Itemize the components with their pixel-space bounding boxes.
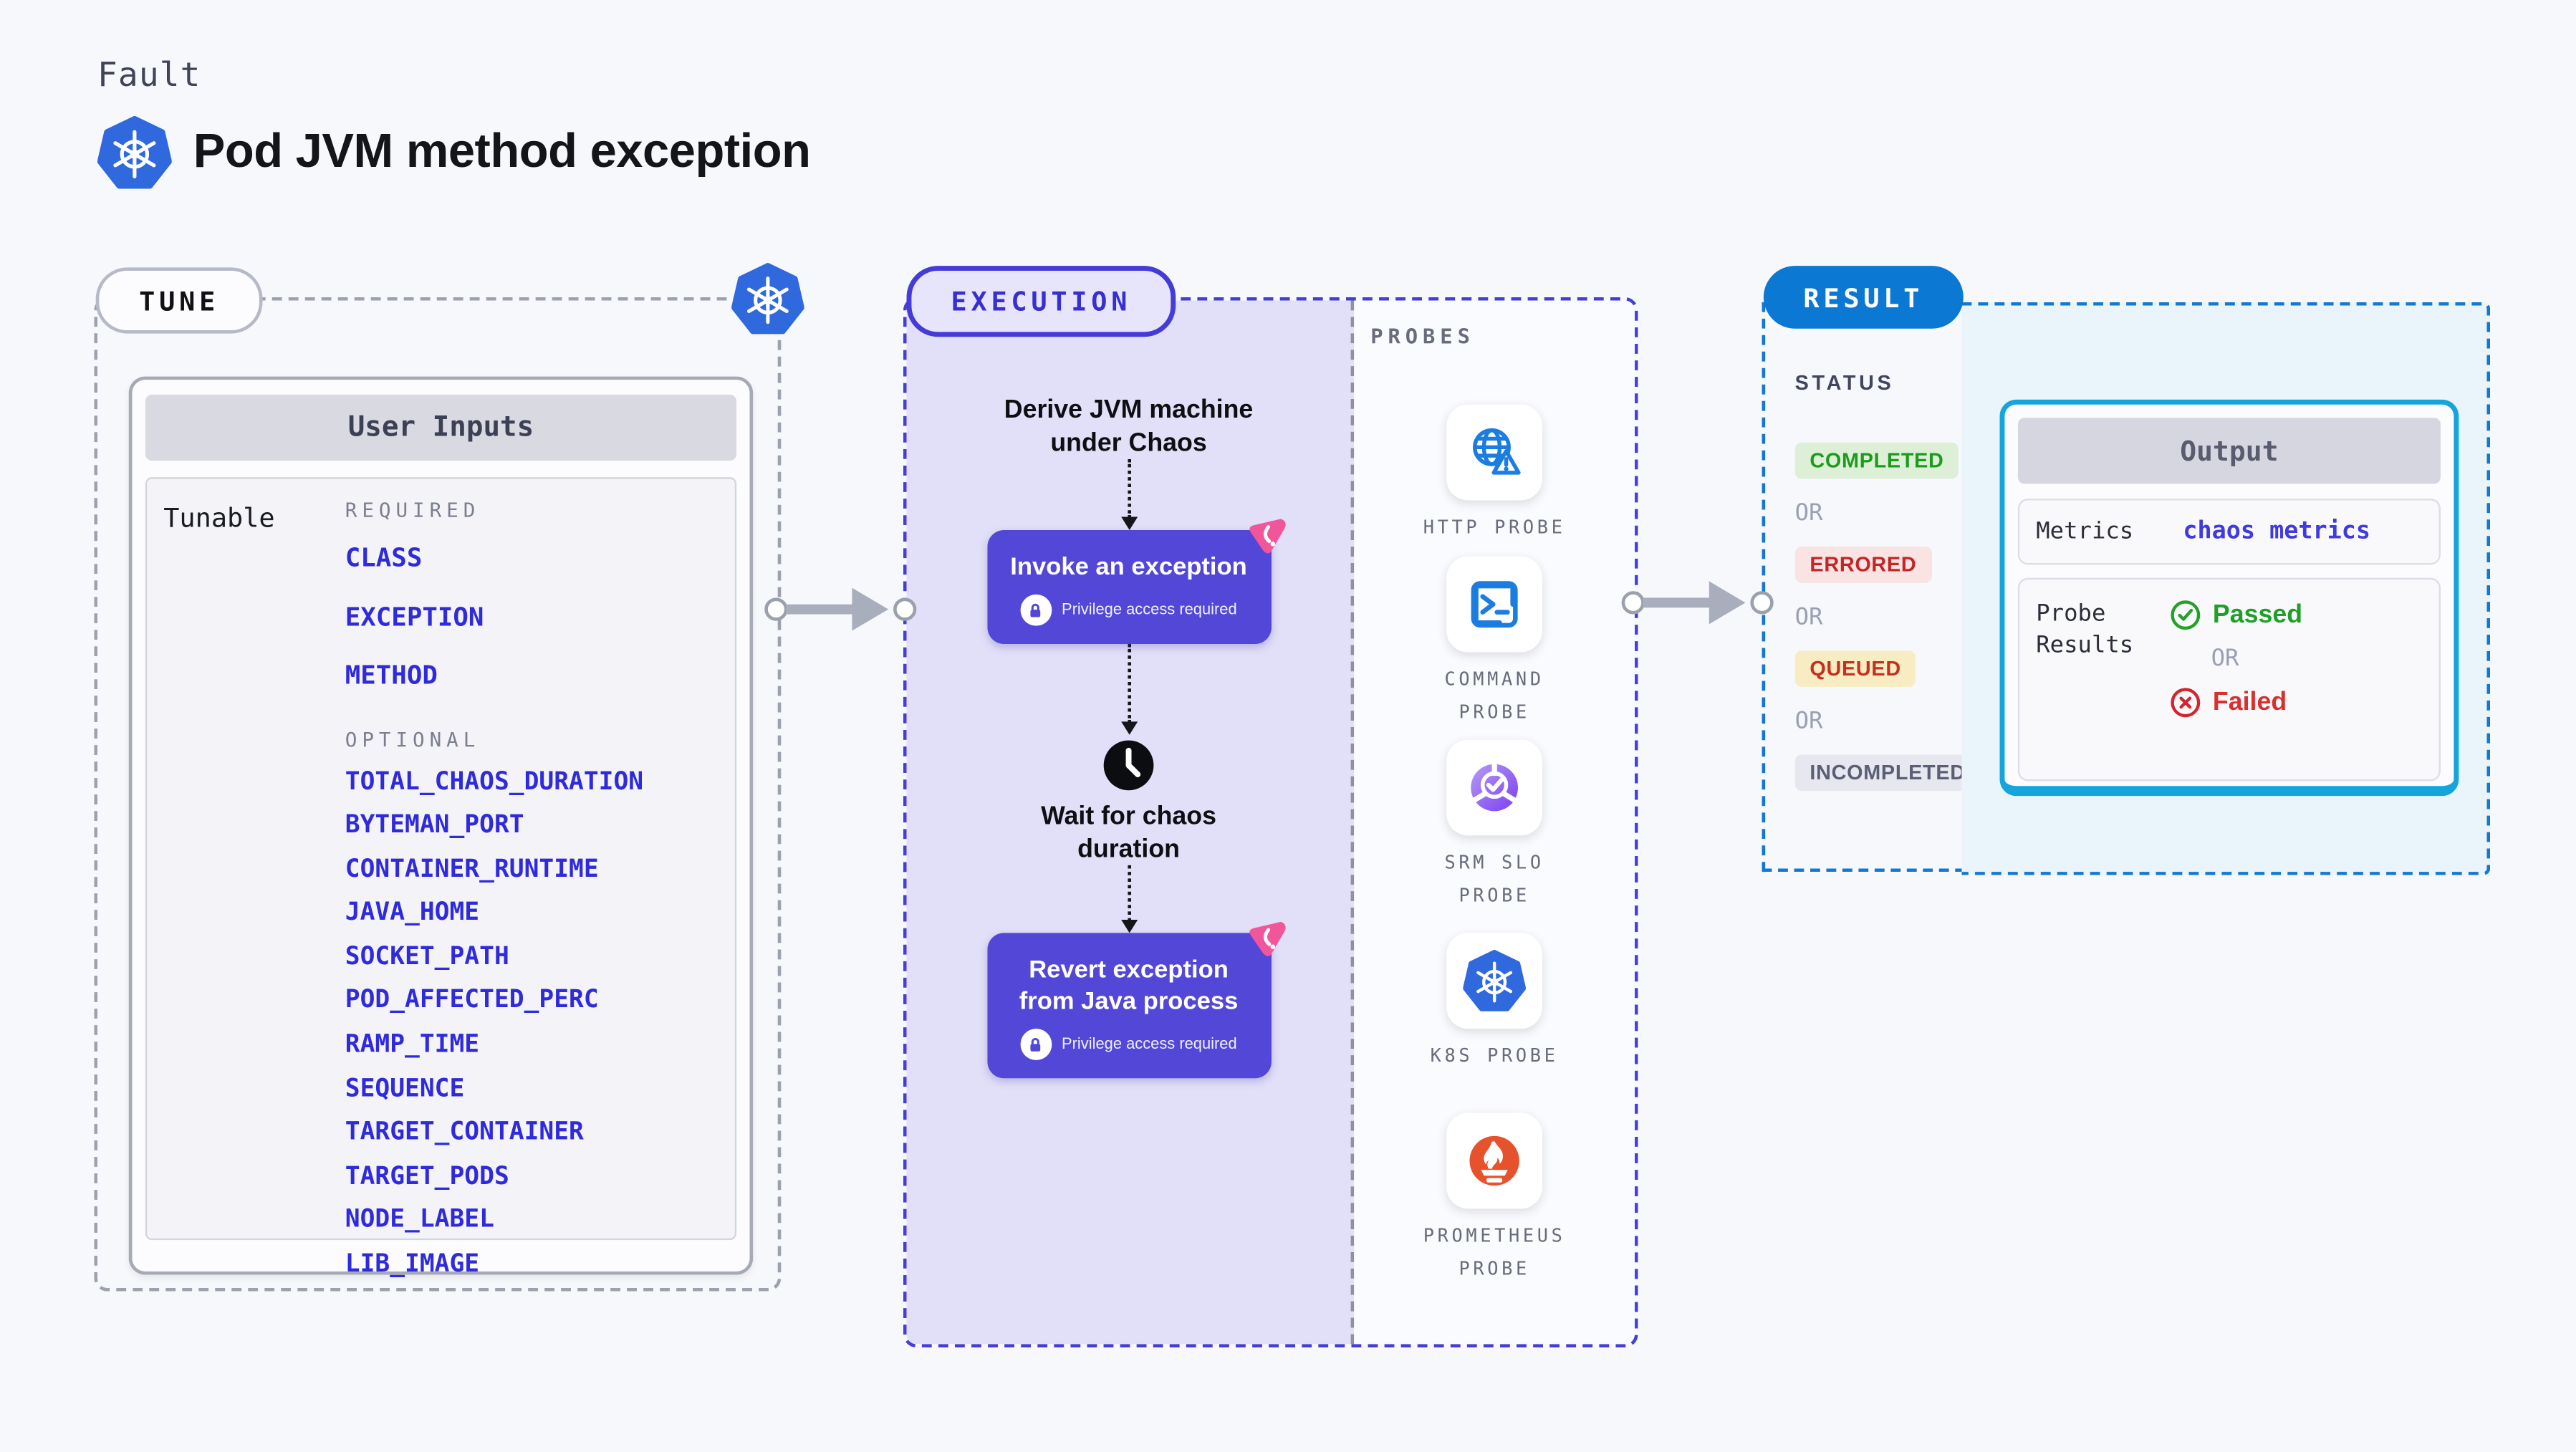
wait-step-text: Wait for chaos duration — [1041, 802, 1216, 863]
execution-badge: EXECUTION — [906, 266, 1176, 337]
status-badge-queued: QUEUED — [1794, 650, 1916, 687]
flow-connector — [1120, 865, 1138, 933]
env-var-link[interactable]: SEQUENCE — [345, 1072, 465, 1103]
probe-results-row: Probe Results Passed OR — [2017, 577, 2441, 782]
output-card: Output Metrics chaos metrics Probe Resul… — [1999, 399, 2459, 797]
prometheus-flame-icon — [1446, 1112, 1542, 1209]
execution-section-box: Derive JVM machine under Chaos Invoke an… — [903, 297, 1638, 1347]
env-var-link[interactable]: METHOD — [345, 660, 438, 691]
user-inputs-title: User Inputs — [145, 394, 737, 461]
lock-icon — [1020, 594, 1052, 626]
kubernetes-icon — [731, 263, 804, 335]
page-title: Pod JVM method exception — [193, 125, 811, 178]
flow-connector — [1120, 644, 1138, 735]
status-badge-incompleted: INCOMPLETED — [1794, 754, 1981, 792]
lock-icon — [1020, 1029, 1052, 1060]
status-badge-errored: ERRORED — [1794, 546, 1932, 583]
globe-alert-icon — [1446, 404, 1542, 501]
or-separator: OR — [1794, 604, 1823, 631]
derive-step-text: Derive JVM machine under Chaos — [1004, 396, 1254, 457]
privilege-note-text: Privilege access required — [1062, 1035, 1237, 1054]
env-var-link[interactable]: TARGET_CONTAINER — [345, 1116, 584, 1147]
connector-dot — [764, 597, 788, 621]
optional-heading: OPTIONAL — [345, 727, 481, 751]
probe-item-srm-slo: SRM SLO PROBE — [1354, 739, 1635, 913]
invoke-exception-label: Invoke an exception — [1010, 553, 1247, 582]
result-status-box: STATUS COMPLETED OR ERRORED OR QUEUED OR… — [1762, 302, 1981, 872]
env-var-link[interactable]: SOCKET_PATH — [345, 941, 509, 971]
result-badge: RESULT — [1763, 266, 1964, 329]
probe-item-prometheus: PROMETHEUS PROBE — [1354, 1112, 1635, 1287]
output-title: Output — [2017, 418, 2441, 484]
litmus-chaos-icon — [1244, 916, 1287, 959]
arrow-head — [852, 587, 889, 631]
env-var-link[interactable]: TARGET_PODS — [345, 1160, 509, 1191]
env-var-link[interactable]: CONTAINER_RUNTIME — [345, 853, 599, 883]
env-var-link[interactable]: CLASS — [345, 543, 423, 573]
connector-dot — [893, 597, 917, 621]
probes-panel: PROBES — [1354, 300, 1635, 1345]
probe-results-label: Probe Results — [2036, 601, 2134, 659]
execution-flow-panel: Derive JVM machine under Chaos Invoke an… — [906, 300, 1355, 1345]
tunables-list: Tunable REQUIRED CLASS EXCEPTION METHOD … — [145, 477, 737, 1278]
probe-item-http: HTTP PROBE — [1354, 404, 1635, 545]
arrow-head — [1708, 581, 1746, 625]
kubernetes-icon — [1446, 933, 1542, 1029]
env-var-link[interactable]: LIB_IMAGE — [345, 1248, 480, 1279]
slo-donut-check-icon — [1446, 739, 1542, 836]
tunable-row-label: Tunable — [163, 501, 275, 534]
clock-icon — [1102, 738, 1156, 792]
probes-heading: PROBES — [1370, 323, 1475, 349]
passed-label: Passed — [2212, 600, 2303, 629]
execution-to-result-arrow — [1621, 581, 1774, 625]
privilege-note: Privilege access required — [996, 1029, 1261, 1060]
flow-connector — [1120, 458, 1138, 530]
env-var-link[interactable]: TOTAL_CHAOS_DURATION — [345, 765, 644, 795]
env-var-link[interactable]: NODE_LABEL — [345, 1204, 494, 1234]
probe-label: HTTP PROBE — [1423, 516, 1566, 539]
fault-eyebrow: Fault — [97, 54, 201, 95]
litmus-chaos-icon — [1244, 514, 1287, 557]
tune-to-execution-arrow — [764, 587, 917, 631]
connector-dot — [1621, 591, 1645, 615]
result-output-panel: Output Metrics chaos metrics Probe Resul… — [1961, 302, 2491, 875]
env-vars-column: REQUIRED CLASS EXCEPTION METHOD OPTIONAL… — [345, 499, 729, 1292]
env-var-link[interactable]: RAMP_TIME — [345, 1029, 480, 1059]
tune-badge: TUNE — [95, 267, 263, 334]
env-var-link[interactable]: JAVA_HOME — [345, 897, 480, 927]
privilege-note: Privilege access required — [996, 594, 1261, 626]
or-separator: OR — [1794, 708, 1823, 735]
arrow-shaft — [1643, 597, 1711, 608]
tune-section-box — [94, 297, 782, 1292]
x-circle-icon — [2170, 687, 2201, 718]
env-var-link[interactable]: EXCEPTION — [345, 602, 484, 632]
probe-label: K8S PROBE — [1430, 1045, 1559, 1067]
metrics-row: Metrics chaos metrics — [2017, 499, 2441, 565]
status-badge-completed: COMPLETED — [1794, 442, 1959, 479]
connector-dot — [1750, 591, 1774, 615]
probe-item-k8s: K8S PROBE — [1354, 933, 1635, 1073]
arrow-shaft — [786, 604, 854, 615]
env-var-link[interactable]: POD_AFFECTED_PERC — [345, 984, 599, 1015]
kubernetes-icon — [97, 115, 173, 190]
invoke-exception-node: Invoke an exception Privilege access req… — [986, 519, 1285, 645]
terminal-icon — [1446, 556, 1542, 653]
revert-exception-label: Revert exception from Java process — [1019, 956, 1239, 1016]
probe-label: PROMETHEUS PROBE — [1423, 1225, 1566, 1280]
env-var-link[interactable]: BYTEMAN_PORT — [345, 809, 524, 840]
probe-item-command: COMMAND PROBE — [1354, 556, 1635, 730]
probe-label: COMMAND PROBE — [1444, 668, 1544, 723]
or-separator: OR — [2211, 645, 2239, 673]
privilege-note-text: Privilege access required — [1062, 601, 1237, 620]
failed-label: Failed — [2212, 688, 2287, 716]
required-heading: REQUIRED — [345, 499, 481, 522]
user-inputs-card: User Inputs Tunable REQUIRED CLASS EXCEP… — [128, 376, 754, 1278]
revert-exception-node: Revert exception from Java process Privi… — [986, 921, 1285, 1079]
metrics-label: Metrics — [2036, 518, 2134, 545]
or-separator: OR — [1794, 500, 1823, 527]
probe-label: SRM SLO PROBE — [1444, 852, 1544, 907]
status-heading: STATUS — [1794, 371, 1895, 395]
check-circle-icon — [2170, 600, 2201, 631]
metrics-value-link[interactable]: chaos metrics — [2183, 518, 2371, 545]
